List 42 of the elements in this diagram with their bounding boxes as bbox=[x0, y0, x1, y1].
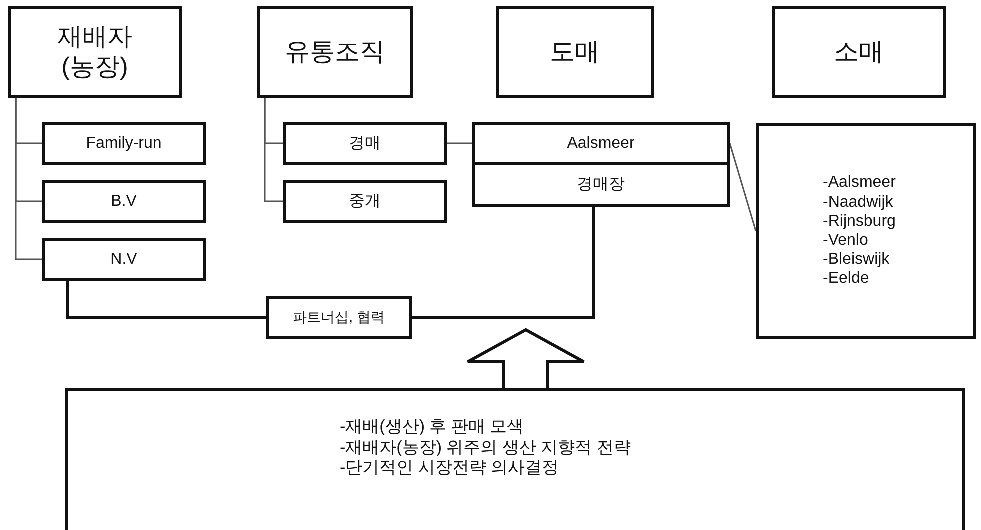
box-label: 소매 bbox=[834, 37, 884, 67]
list-box bbox=[756, 123, 976, 339]
box-label: 중개 bbox=[349, 192, 381, 212]
list-item: -Bleiswijk bbox=[823, 250, 890, 270]
list-item: -재배(생산) 후 판매 모색 bbox=[340, 417, 524, 438]
connector-line bbox=[412, 207, 596, 319]
list-item: -Aalsmeer bbox=[823, 173, 896, 193]
list-item: -Eelde bbox=[823, 269, 870, 289]
box-label: Family-run bbox=[86, 134, 162, 154]
box-label: 경매장 bbox=[577, 174, 625, 194]
category-box bbox=[8, 6, 182, 98]
box-label: 파트너십, 협력 bbox=[293, 309, 385, 326]
box-label: 경매 bbox=[349, 134, 381, 154]
item-box bbox=[42, 122, 206, 165]
list-item: -Naadwijk bbox=[823, 192, 894, 212]
category-box bbox=[772, 6, 946, 98]
list-item: -Rijnsburg bbox=[823, 212, 896, 231]
category-box bbox=[257, 6, 413, 98]
connector-line bbox=[264, 98, 283, 202]
block-arrow bbox=[466, 328, 586, 390]
box-label: N.V bbox=[110, 250, 138, 270]
connector-line bbox=[447, 142, 472, 144]
list-item: -단기적인 시장전략 의사결정 bbox=[340, 458, 560, 479]
item-box bbox=[283, 122, 447, 165]
box-label: Aalsmeer bbox=[567, 134, 635, 154]
connector-line bbox=[66, 281, 266, 319]
item-box bbox=[42, 180, 206, 223]
item-box bbox=[472, 122, 730, 165]
box-label: 도매 bbox=[550, 37, 600, 67]
box-label: 유통조직 bbox=[285, 37, 385, 67]
item-box bbox=[42, 238, 206, 281]
item-box bbox=[266, 296, 412, 339]
box-label: B.V bbox=[111, 192, 137, 212]
list-item: -재배자(농장) 위주의 생산 지향적 전략 bbox=[340, 438, 631, 458]
item-box bbox=[472, 162, 730, 207]
note-box bbox=[65, 388, 965, 530]
connector-line bbox=[15, 98, 42, 260]
box-label: 재배자 (농장) bbox=[56, 22, 134, 82]
connector-line bbox=[729, 143, 757, 232]
item-box bbox=[283, 180, 447, 223]
list-item: -Venlo bbox=[823, 231, 868, 250]
category-box bbox=[496, 6, 654, 98]
